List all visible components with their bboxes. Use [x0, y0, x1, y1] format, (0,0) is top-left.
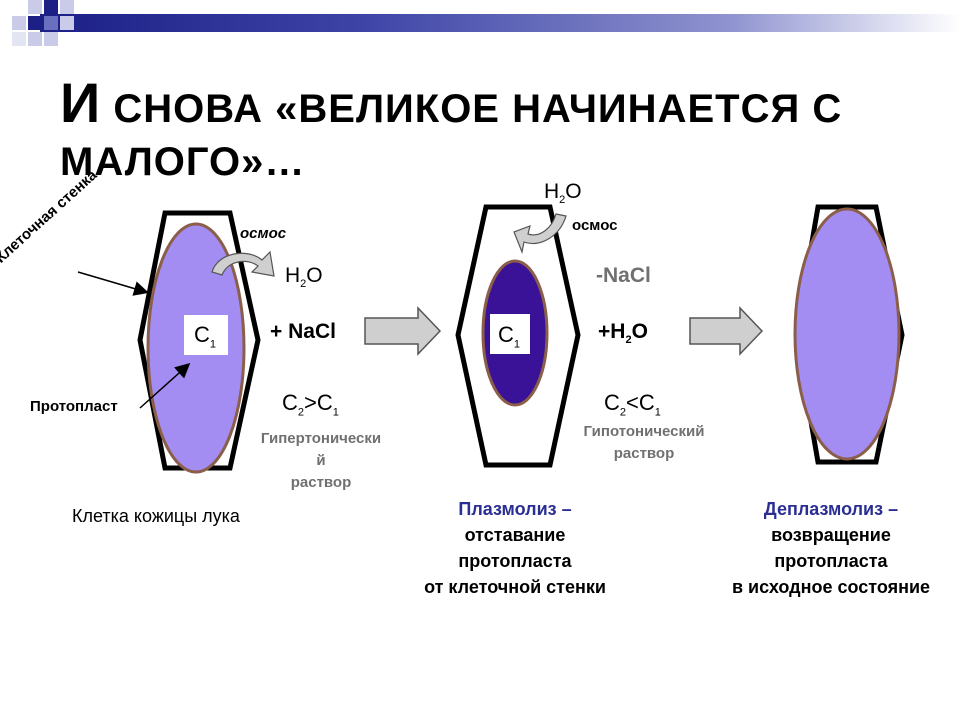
hypertonic-label: Гипертонически й раствор — [260, 430, 382, 491]
c1-box-2 — [490, 314, 530, 354]
header-gradient-bar — [40, 14, 960, 32]
osmosis-arrow-1 — [211, 250, 275, 277]
c1-box-1 — [184, 315, 228, 355]
hypotonic-label: Гипотонический раствор — [583, 423, 705, 462]
c2-gt-c1-label: C2>C1 — [282, 390, 339, 419]
protoplast-3 — [793, 207, 901, 461]
corner-decoration — [0, 0, 90, 70]
c1-label-1: C1 — [194, 322, 217, 351]
slide-title-line1: И СНОВА «ВЕЛИКОЕ НАЧИНАЕТСЯ С — [60, 70, 842, 135]
title-first-letter: И — [60, 71, 102, 134]
c2-lt-c1-label: C2<C1 — [604, 390, 661, 419]
slide-title-line2: МАЛОГО»… — [60, 140, 306, 184]
protoplast-label: Протопласт — [30, 398, 118, 415]
plasmolysis-description: Плазмолиз – отставание протопласта от кл… — [424, 499, 606, 597]
process-arrow-2 — [689, 306, 764, 356]
onion-cell-caption: Клетка кожицы лука — [72, 506, 240, 526]
add-nacl-label: + NaCl — [270, 320, 336, 343]
remove-nacl-label: -NaCl — [596, 264, 651, 287]
add-water-label: +H2O — [598, 320, 648, 347]
title-line1-text: СНОВА «ВЕЛИКОЕ НАЧИНАЕТСЯ С — [101, 87, 843, 131]
osmosis-label-2: осмос — [572, 217, 618, 234]
water-label-2: H2O — [544, 180, 582, 207]
c1-label-2: C1 — [498, 322, 521, 351]
water-label-1: H2O — [285, 264, 323, 291]
cell-wall-pointer — [77, 271, 149, 296]
deplasmolysis-description: Деплазмолиз – возвращение протопласта в … — [731, 499, 931, 597]
osmosis-label-1: осмос — [240, 225, 287, 242]
process-arrow-1 — [364, 306, 442, 356]
osmosis-arrow-2 — [513, 213, 567, 255]
protoplast-pointer — [139, 362, 191, 409]
